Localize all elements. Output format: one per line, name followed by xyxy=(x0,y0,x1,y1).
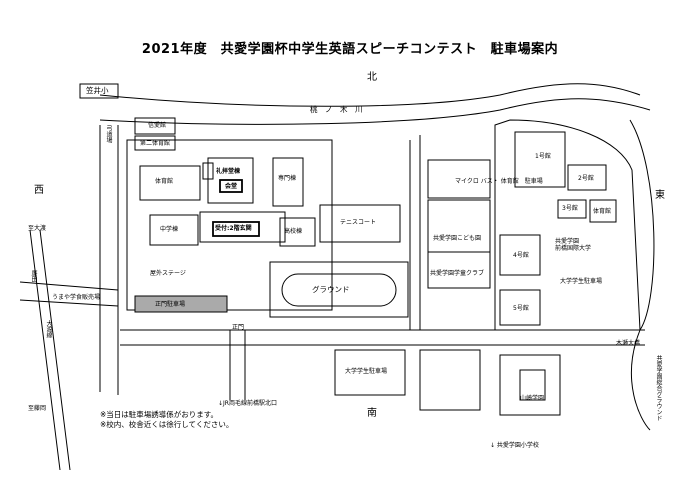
kan3-label: 3号館 xyxy=(562,205,578,212)
jr-label: ↓JR両毛線前橋駅北口 xyxy=(218,400,277,407)
seimon-parking-area xyxy=(134,295,228,313)
seimon-label: 正門 xyxy=(232,324,245,331)
cafe-label: うまや学食販売場 xyxy=(52,294,101,301)
kasai-label: 笠井小 xyxy=(86,86,109,95)
shin-ai-box xyxy=(134,117,176,135)
yamazaki-label: 山崎学園 xyxy=(520,395,545,402)
campus-west-block xyxy=(126,139,333,311)
notes: ※当日は駐車場誘導係がおります。 ※校内、校舎近くは徐行してください。 xyxy=(100,410,233,430)
river-bank-south xyxy=(99,98,651,125)
south-label: 南 xyxy=(367,408,377,419)
dai2-gym-label: 第二体育館 xyxy=(140,140,171,147)
left-road-1-label: 至大渡 xyxy=(28,225,47,232)
yamazaki-block xyxy=(499,354,561,416)
univ-boundary xyxy=(494,119,641,331)
kodomoen-block xyxy=(427,199,491,289)
kaido-box xyxy=(219,179,243,193)
shin-ai-label: 信愛館 xyxy=(148,122,167,129)
east-label: 東 xyxy=(655,190,665,201)
kasai-box xyxy=(79,83,119,99)
chugaku-label: 中学棟 xyxy=(160,226,179,233)
north-label: 北 xyxy=(367,72,377,83)
kan4-label: 4号館 xyxy=(513,252,529,259)
kan5-label: 5号館 xyxy=(513,305,529,312)
kan1-label: 1号館 xyxy=(535,153,551,160)
gakudo-label: 共愛学園学童クラブ xyxy=(430,270,485,277)
narrow-road-label: マイクロ バス・ 体育館 駐車場 xyxy=(455,178,543,185)
tennis-court xyxy=(319,204,401,243)
univ-label: 共愛学園 前橋国際大学 xyxy=(555,238,592,252)
note-item: ※校内、校舎近くは徐行してください。 xyxy=(100,420,234,429)
gym-label: 体育館 xyxy=(155,178,174,185)
shogakko-label: ↓ 共愛学園小学校 xyxy=(490,442,539,449)
note-item: ※当日は駐車場誘導係がおります。 xyxy=(100,410,219,419)
kodomoen-label: 共愛学園こども園 xyxy=(433,235,482,242)
univ-parking-label: 大学学生駐車場 xyxy=(560,278,603,285)
reihai-label: 礼拝堂棟 xyxy=(216,168,241,175)
river-label: 桃 ノ 木 川 xyxy=(310,105,363,114)
ground-field xyxy=(269,261,409,318)
dai2-box xyxy=(134,135,176,151)
reception-box xyxy=(212,221,260,237)
okugai-stage-label: 屋外ステージ xyxy=(150,270,186,277)
chugaku-building xyxy=(149,214,199,246)
left-road-2-label: 廉田 xyxy=(30,270,37,282)
univ-gym-label: 体育館 xyxy=(593,208,612,215)
kokou-building xyxy=(279,217,316,247)
left-road-4-label: 至藤岡 xyxy=(28,405,47,412)
tennis-court-label: テニスコート xyxy=(340,219,377,226)
sogo-ground-label: 共愛学園総合グラウンド xyxy=(655,355,662,421)
senmon-label: 専門棟 xyxy=(278,175,297,182)
kizaki-label: 木瀬大橋 xyxy=(616,340,641,347)
kokou-label: 高校棟 xyxy=(284,228,303,235)
senmon-building xyxy=(272,157,304,207)
kaido-label: 会堂 xyxy=(225,183,238,190)
seimon-parking-label: 正門駐車場 xyxy=(155,301,186,308)
left-road-3-label: 大渡線 xyxy=(45,320,52,338)
west-label: 西 xyxy=(34,185,44,196)
river-bank-north xyxy=(99,83,641,107)
left-road-top-label: 弓道場 xyxy=(105,125,112,143)
page-title: 2021年度 共愛学園杯中学生英語スピーチコンテスト 駐車場案内 xyxy=(141,42,559,57)
reception-label: 受付:2階玄関 xyxy=(215,225,252,232)
reihai-building xyxy=(207,157,254,204)
kan2-label: 2号館 xyxy=(578,175,594,182)
ground-label: グラウンド xyxy=(312,285,350,294)
daigaku-parking-label: 大学学生駐車場 xyxy=(345,368,388,375)
gym-building xyxy=(139,165,201,201)
